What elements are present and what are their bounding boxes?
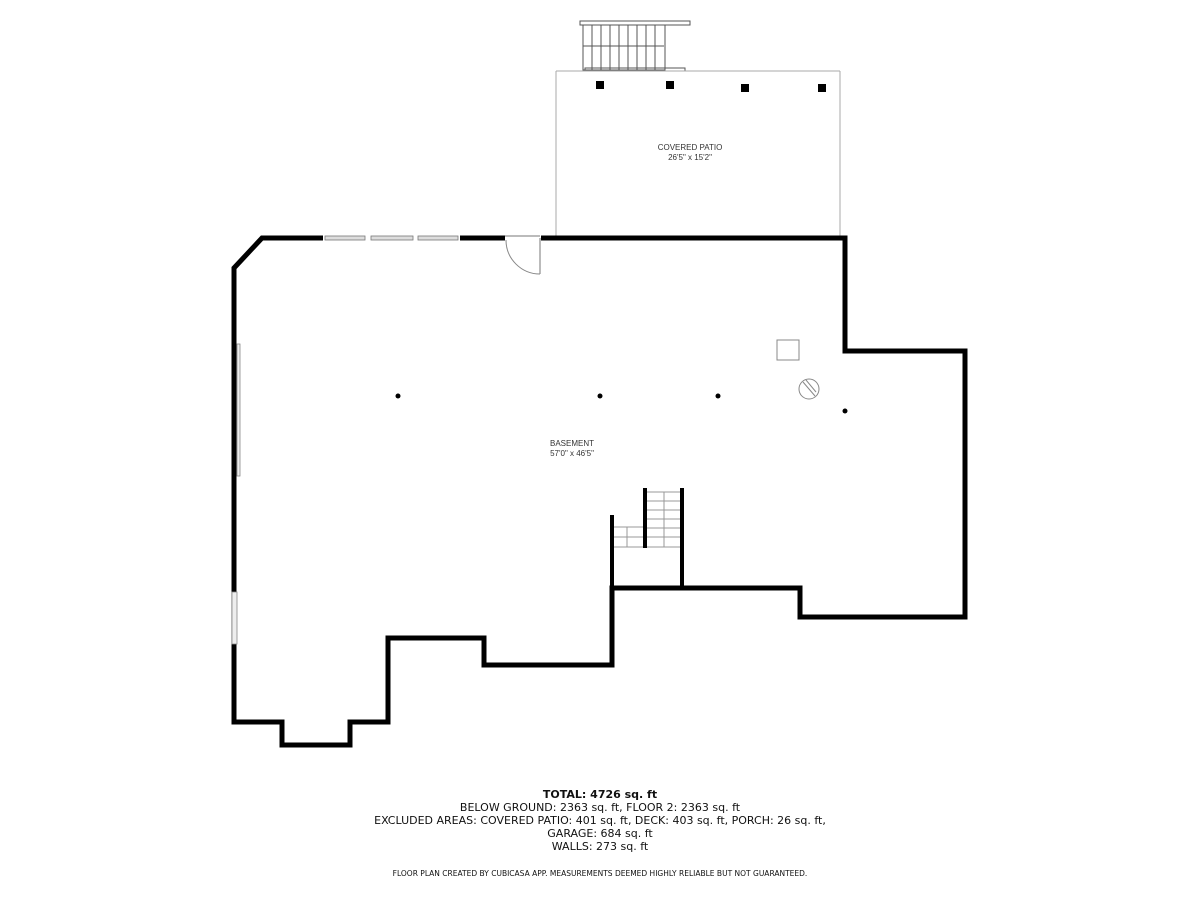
room-name: BASEMENT	[549, 439, 594, 448]
room-name: COVERED PATIO	[657, 143, 723, 152]
area-summary: TOTAL: 4726 sq. ft BELOW GROUND: 2363 sq…	[0, 788, 1200, 853]
interior-stairs	[610, 488, 684, 588]
patio-posts	[596, 81, 826, 92]
exterior-walls	[231, 235, 968, 748]
window-left-1	[236, 343, 241, 477]
room-covered-patio: COVERED PATIO 26'5" x 15'2"	[640, 143, 740, 163]
excluded-areas: EXCLUDED AREAS: COVERED PATIO: 401 sq. f…	[374, 814, 826, 827]
disclaimer: FLOOR PLAN CREATED BY CUBICASA APP. MEAS…	[392, 869, 808, 878]
columns	[395, 393, 848, 414]
water-heater-icon	[798, 378, 820, 400]
door	[505, 235, 541, 275]
room-dimensions: 26'5" x 15'2"	[668, 153, 712, 162]
window-left-2	[231, 591, 238, 645]
room-dimensions: 57'0" x 46'5"	[550, 449, 594, 458]
floor-areas: BELOW GROUND: 2363 sq. ft, FLOOR 2: 2363…	[459, 801, 741, 814]
deck-stairs	[579, 20, 691, 72]
windows-top	[323, 235, 460, 241]
utility-box	[776, 339, 800, 361]
total-area: TOTAL: 4726 sq. ft	[542, 788, 658, 801]
room-basement: BASEMENT 57'0" x 46'5"	[522, 439, 622, 459]
walls-area: WALLS: 273 sq. ft	[551, 840, 649, 853]
covered-patio-outline	[555, 70, 841, 238]
garage-area: GARAGE: 684 sq. ft	[547, 827, 653, 840]
